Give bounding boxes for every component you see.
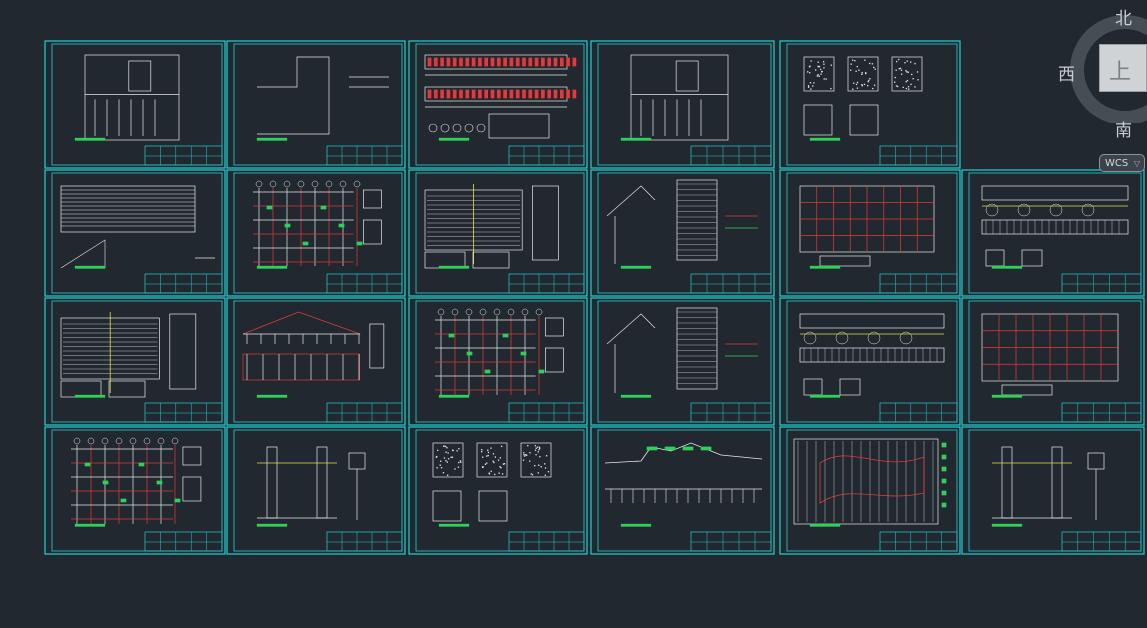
title-block [690, 402, 772, 423]
drawing-sheet[interactable] [590, 297, 775, 426]
title-block [690, 273, 772, 294]
drawing-sheet[interactable] [44, 40, 226, 169]
title-block [326, 145, 403, 166]
title-block [879, 273, 958, 294]
drawing-sheet[interactable] [408, 40, 588, 169]
sheet-drawing-content [74, 54, 180, 141]
ucs-label: WCS [1105, 158, 1129, 169]
view-cube-face[interactable]: 上 [1099, 44, 1147, 92]
ucs-menu-button[interactable]: WCS ▽ [1099, 154, 1145, 172]
drawing-sheet[interactable] [44, 169, 226, 297]
chevron-down-icon: ▽ [1133, 159, 1140, 168]
title-block [144, 273, 223, 294]
title-block [879, 145, 958, 166]
sheet-drawing-content [60, 312, 197, 398]
title-block [508, 273, 585, 294]
drawing-sheet[interactable] [961, 297, 1145, 426]
drawing-sheet[interactable] [44, 297, 226, 426]
sheet-drawing-content [604, 442, 763, 527]
sheet-drawing-content [620, 54, 729, 141]
drawing-sheet[interactable] [44, 426, 226, 555]
drawing-sheet[interactable] [779, 297, 961, 426]
sheet-drawing-content [606, 179, 758, 269]
title-block [690, 145, 772, 166]
sheet-drawing-content [799, 185, 935, 269]
title-block [879, 531, 958, 552]
drawing-sheet[interactable] [226, 169, 406, 297]
compass-south-label[interactable]: 南 [1115, 121, 1132, 141]
sheet-drawing-content [435, 308, 564, 398]
drawing-sheet[interactable] [226, 40, 406, 169]
title-block [326, 273, 403, 294]
title-block [1061, 531, 1142, 552]
title-block [326, 402, 403, 423]
sheet-drawing-content [256, 56, 389, 141]
sheet-drawing-content [799, 313, 945, 398]
title-block [879, 402, 958, 423]
title-block [508, 531, 585, 552]
drawing-sheet[interactable] [961, 169, 1145, 297]
drawing-sheet[interactable] [408, 169, 588, 297]
title-block [690, 531, 772, 552]
drawing-sheet[interactable] [779, 426, 961, 555]
view-cube-ring[interactable] [1063, 13, 1147, 123]
title-block [144, 402, 223, 423]
compass-north-label[interactable]: 北 [1115, 9, 1132, 29]
drawing-sheet[interactable] [408, 297, 588, 426]
sheet-drawing-content [981, 313, 1119, 398]
sheet-drawing-content [242, 311, 385, 398]
sheet-drawing-content [424, 184, 559, 269]
drawing-sheet[interactable] [779, 40, 961, 169]
compass-west-label[interactable]: 西 [1058, 65, 1075, 85]
drawing-sheet[interactable] [779, 169, 961, 297]
title-block [1061, 273, 1142, 294]
drawing-sheet[interactable] [226, 297, 406, 426]
title-block [326, 531, 403, 552]
sheet-drawing-content [981, 185, 1129, 269]
drawing-sheet[interactable] [961, 426, 1145, 555]
drawing-sheet[interactable] [590, 169, 775, 297]
title-block [508, 402, 585, 423]
view-cube-face-label: 上 [1109, 60, 1132, 85]
sheet-drawing-content [991, 446, 1105, 527]
drawing-sheet[interactable] [590, 40, 775, 169]
sheet-drawing-content [432, 442, 552, 527]
drawing-sheet[interactable] [226, 426, 406, 555]
sheet-drawing-content [793, 438, 947, 527]
sheet-drawing-content [256, 446, 366, 527]
sheet-drawing-content [803, 56, 923, 141]
sheet-drawing-content [71, 437, 202, 527]
title-block [508, 145, 585, 166]
drawing-sheet[interactable] [590, 426, 775, 555]
drawing-sheet[interactable] [408, 426, 588, 555]
sheet-drawing-content [253, 180, 382, 269]
title-block [144, 531, 223, 552]
title-block [1061, 402, 1142, 423]
title-block [144, 145, 223, 166]
sheet-drawing-content [424, 54, 577, 141]
sheet-drawing-content [606, 307, 758, 398]
sheet-drawing-content [60, 185, 215, 269]
